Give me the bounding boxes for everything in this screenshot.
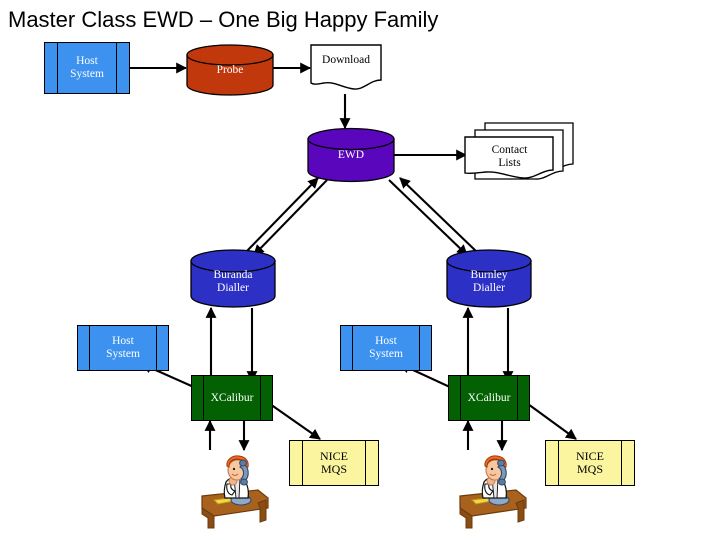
prism-edge-right xyxy=(156,326,157,370)
call-centre-agent-icon xyxy=(201,455,269,529)
wire-burnley-to-ewd xyxy=(399,177,479,254)
node-ewd[interactable]: EWD xyxy=(307,127,395,183)
prism-edge-left xyxy=(89,326,90,370)
wire-xcaliburleft-to-nicemqsleft xyxy=(269,403,321,440)
node-probe[interactable]: Probe xyxy=(186,44,274,96)
call-centre-agent-icon xyxy=(459,455,527,529)
node-download[interactable]: Download xyxy=(310,44,382,94)
wire-xcaliburright-to-nicemqsright xyxy=(527,403,577,440)
prism-edge-left xyxy=(558,441,559,485)
wire-ewd-to-buranda xyxy=(253,179,328,256)
prism-edge-left xyxy=(57,43,58,93)
page-title: Master Class EWD – One Big Happy Family xyxy=(8,7,439,32)
wire-ewd-to-burnley xyxy=(388,179,468,256)
prism-edge-right xyxy=(260,376,261,420)
prism-edge-left xyxy=(203,376,204,420)
node-xcalibur-left[interactable]: XCalibur xyxy=(191,375,273,421)
agent-clipart-left xyxy=(196,448,272,530)
node-label: XCalibur xyxy=(210,391,254,404)
wire-buranda-to-ewd xyxy=(244,177,319,254)
prism-edge-right xyxy=(116,43,117,93)
prism-edge-left xyxy=(460,376,461,420)
agent-clipart-right xyxy=(454,448,530,530)
prism-edge-right xyxy=(365,441,366,485)
prism-edge-left xyxy=(302,441,303,485)
node-xcalibur-right[interactable]: XCalibur xyxy=(448,375,530,421)
prism-edge-left xyxy=(352,326,353,370)
node-label: XCalibur xyxy=(467,391,511,404)
prism-edge-right xyxy=(517,376,518,420)
prism-edge-right xyxy=(419,326,420,370)
prism-edge-right xyxy=(621,441,622,485)
